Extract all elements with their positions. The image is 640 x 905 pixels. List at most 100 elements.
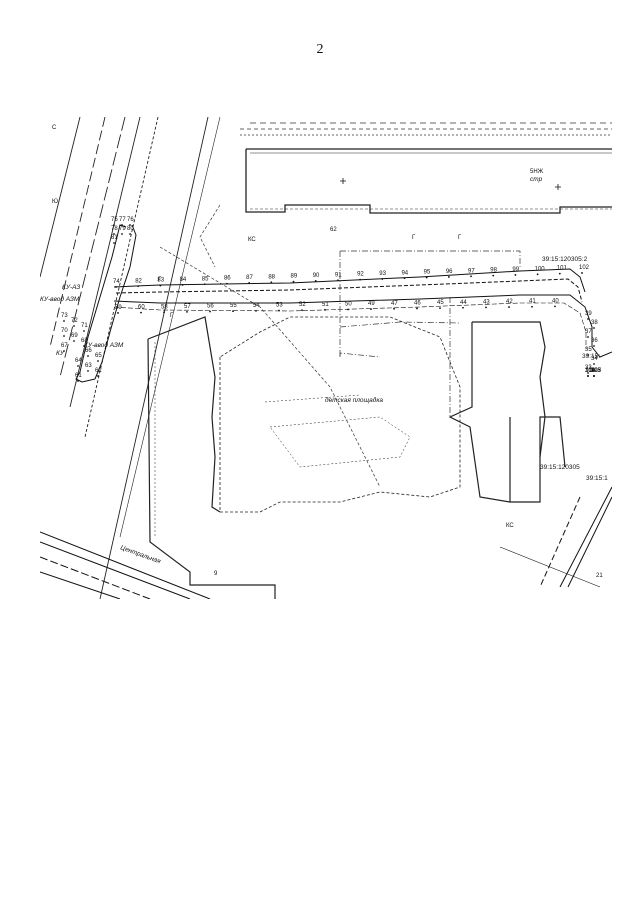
cross-marker [340,178,561,190]
lower-point-label: 49 [368,301,375,307]
diagonal-path [159,204,381,488]
left-road [40,117,221,599]
map-top-border [240,122,612,136]
lower-point-marker [117,312,119,314]
upper-point-label: 90 [313,273,320,279]
lower-point-label: 31 [585,368,592,374]
right-diagonal-lines [499,486,612,588]
page-number: 2 [316,42,324,57]
loop-point-marker [87,370,89,372]
loop-point-label: 81 [111,235,118,241]
upper-point-label: 101 [557,266,568,272]
lower-point-label: 59 [115,305,122,311]
lower-point-marker [462,306,464,309]
cadastral-label-3: 39:15:1 [586,475,608,482]
building-subtitle: стр [530,176,543,183]
lower-point-label: 54 [253,303,260,309]
upper-point-label: 91 [335,272,342,278]
lower-point-marker [163,311,165,314]
loop-point-label: 73 [61,313,68,319]
loop-point-marker [63,335,65,337]
loop-point-label: 71 [81,323,88,329]
lower-point-marker [393,307,395,310]
loop-point-marker [77,380,79,382]
left-loop-line [75,224,137,383]
upper-point-label: 96 [446,269,453,275]
utility-line-lower [113,294,612,358]
loop-point-marker [113,242,115,244]
lower-point-marker [508,306,510,308]
upper-point-label: 99 [512,267,519,273]
upper-point-label: 94 [401,270,408,276]
upper-point-label: 87 [246,275,253,281]
loop-point-marker [87,355,89,357]
lower-point-marker [593,363,595,365]
lower-point-label: 105 [591,368,602,374]
upper-point-label: 93 [379,271,386,277]
lower-point-label: 106 [585,368,596,374]
side-label-ku-vvod-1: КУ-ввод АЗМ [40,295,80,303]
cadastral-label-1: 39:15:120305:2 [542,256,588,263]
upper-point-label: 74 [113,279,120,285]
lower-point-marker [324,308,326,311]
upper-point-marker [492,274,495,277]
loop-point-label: 62 [95,368,102,374]
upper-point-label: 88 [268,274,275,280]
loop-point-label: 80 [127,226,134,232]
loop-point-marker [77,365,79,367]
survey-map: 5НЖ стр С Ю 62 КС [40,117,612,599]
kc-label-top: КС [248,237,256,243]
lower-point-label: 53 [276,303,283,309]
lower-point-marker [587,318,589,320]
lower-point-marker [278,309,280,312]
loop-point-marker [63,320,65,322]
residential-building-left [147,316,276,599]
lower-point-marker [140,311,142,314]
lower-point-marker [587,336,589,338]
lower-point-marker [232,310,234,313]
lower-point-label: 47 [391,301,398,307]
map-background [40,117,612,599]
upper-point-label: 92 [357,272,364,278]
lower-point-marker [370,308,372,311]
playground-label: детская площадка [325,396,383,404]
lower-point-label: 38 [591,320,598,326]
upper-point-marker [270,281,273,284]
building-title: 5НЖ [530,169,544,175]
lower-point-label: 57 [184,304,191,310]
loop-point-marker [73,325,75,327]
upper-point-label: 89 [291,274,298,280]
bottom-number: 9 [214,571,218,577]
upper-point-marker [159,284,162,287]
upper-point-marker [359,278,361,281]
upper-point-marker [292,280,295,283]
lower-point-label: 52 [299,302,306,308]
lower-point-label: 104 [585,368,596,374]
loop-point-label: 72 [71,318,78,324]
loop-point-marker [121,233,123,235]
lower-point-label: 35 [585,347,592,353]
lower-point-label: 41 [529,299,536,305]
upper-point-label: 100 [535,266,546,272]
loop-point-label: 75 [111,217,118,223]
upper-point-marker [248,282,251,284]
upper-point-marker [203,283,206,286]
loop-point-marker [129,233,131,235]
loop-point-marker [63,350,65,352]
lower-point-label: 56 [207,304,214,310]
side-label-ku-vvod-2: КУ-ввод АЗМ [84,341,124,349]
upper-point-marker [137,285,140,288]
loop-point-label: 70 [61,328,68,334]
side-label-ku: КУ [56,350,65,357]
upper-point-marker [447,276,450,278]
loop-point-label: 67 [61,343,68,349]
lower-point-marker [209,310,211,313]
lower-point-label: 45 [437,300,444,306]
lower-point-label: 32 [591,368,598,374]
upper-point-marker [425,276,428,279]
bottom-road [40,531,211,599]
loop-point-label: 77 [119,217,126,223]
loop-point-marker [121,224,123,226]
letter-mark-2: Г [412,235,416,241]
